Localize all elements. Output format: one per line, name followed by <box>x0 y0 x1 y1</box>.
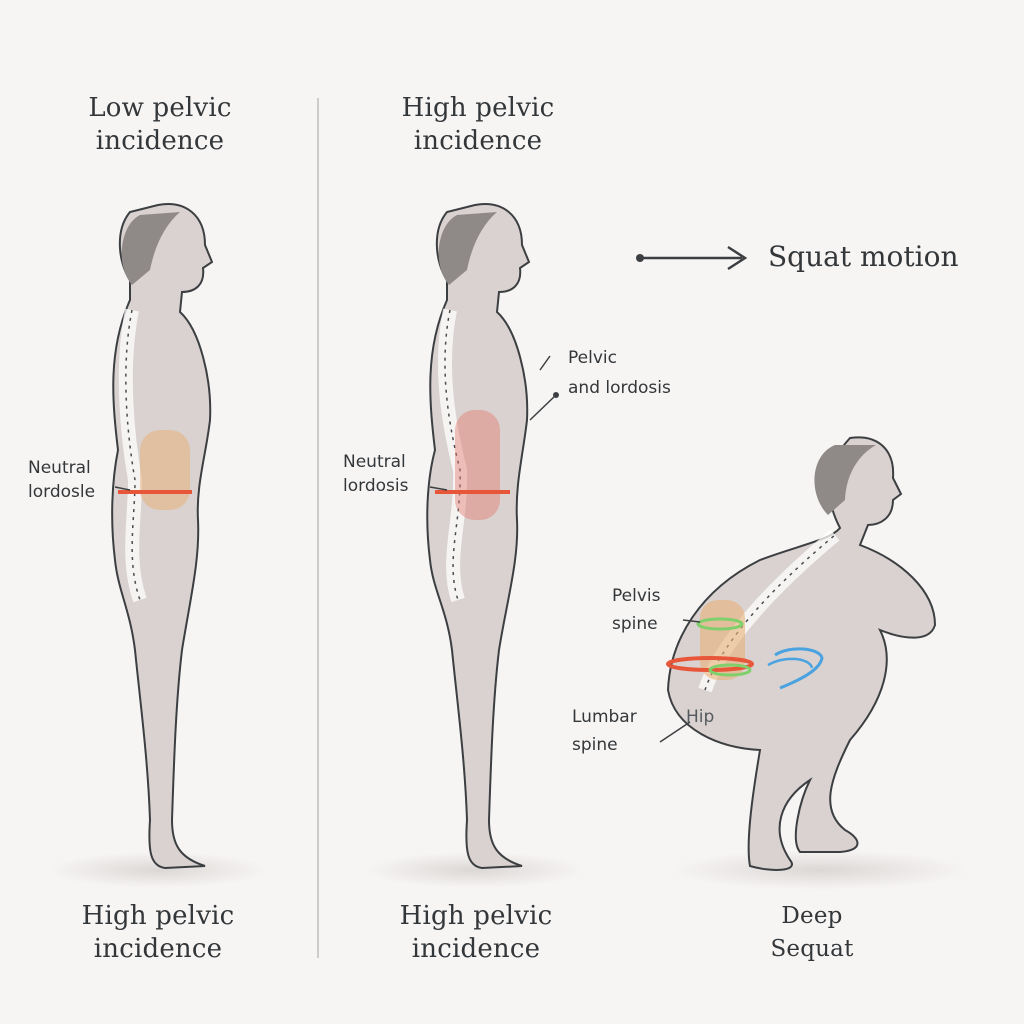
lumbar-spine-label: Lumbar spine <box>572 703 637 759</box>
left-neutral-label-line2: lordosle <box>28 482 96 502</box>
middle-top-title: High pelvic incidence <box>378 92 578 158</box>
standing-figure-high-incidence <box>426 203 559 870</box>
left-top-title: Low pelvic incidence <box>60 92 260 158</box>
middle-neutral-label-line1: Neutral <box>343 452 406 472</box>
squat-motion-label: Squat motion <box>768 240 959 273</box>
middle-top-title-line2: incidence <box>413 126 543 156</box>
middle-bottom-title-line1: High pelvic <box>399 901 553 931</box>
left-neutral-label: Neutral lordosle <box>28 456 95 504</box>
pelvis-spine-label-line1: Pelvis <box>612 586 661 606</box>
pelvic-lordosis-label-line1: Pelvic <box>568 348 617 368</box>
pelvis-spine-label: Pelvis spine <box>612 582 660 638</box>
floor-shadow-middle <box>365 852 585 888</box>
floor-shadow-right <box>670 850 970 890</box>
left-top-title-line2: incidence <box>95 126 225 156</box>
squat-motion-arrow <box>636 245 748 271</box>
right-bottom-title: Deep Sequat <box>742 900 882 966</box>
right-bottom-title-line1: Deep <box>781 903 843 929</box>
middle-top-title-line1: High pelvic <box>401 93 555 123</box>
pelvis-spine-label-line2: spine <box>612 614 658 634</box>
pelvic-lordosis-label-line2: and lordosis <box>568 378 671 398</box>
hip-label: Hip <box>686 707 715 727</box>
middle-neutral-label-line2: lordosis <box>343 476 409 496</box>
lumbar-spine-label-line2: spine <box>572 735 618 755</box>
middle-neutral-label: Neutral lordosis <box>343 450 408 498</box>
middle-bottom-title: High pelvic incidence <box>376 900 576 966</box>
squatting-figure <box>659 436 937 871</box>
pelvic-lordosis-label: Pelvic and lordosis <box>568 343 671 403</box>
left-bottom-title-line1: High pelvic <box>81 901 235 931</box>
left-top-title-line1: Low pelvic <box>88 93 232 123</box>
standing-figure-low-incidence <box>111 203 214 870</box>
left-bottom-title-line2: incidence <box>93 934 223 964</box>
lumbar-spine-label-line1: Lumbar <box>572 707 637 727</box>
right-bottom-title-line2: Sequat <box>770 936 854 962</box>
left-neutral-label-line1: Neutral <box>28 458 91 478</box>
left-bottom-title: High pelvic incidence <box>58 900 258 966</box>
floor-shadow-left <box>48 852 268 888</box>
middle-bottom-title-line2: incidence <box>411 934 541 964</box>
